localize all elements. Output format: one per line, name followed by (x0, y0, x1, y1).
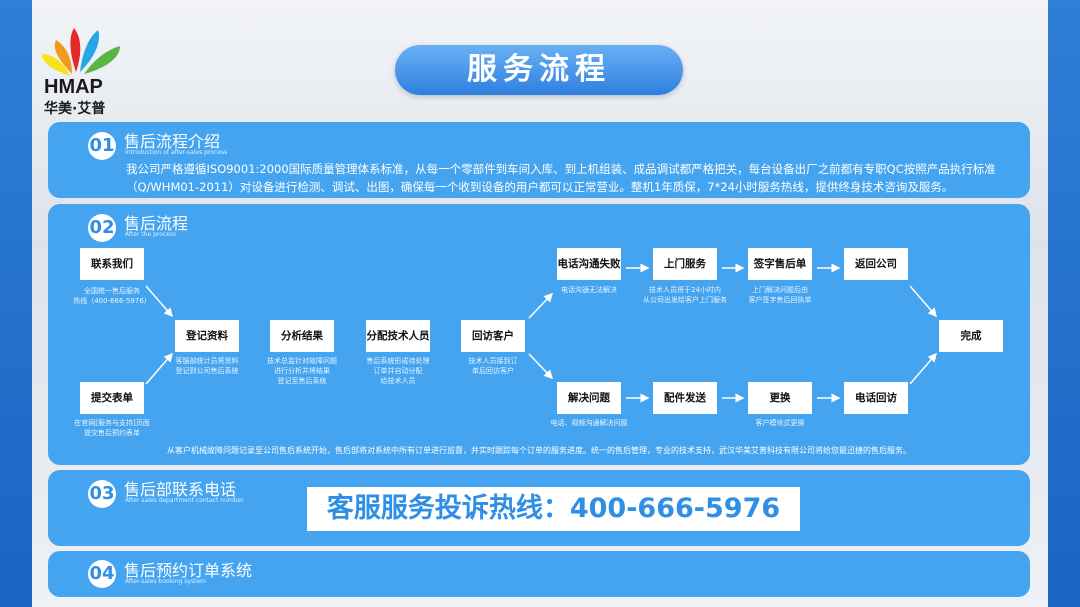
hotline-banner: 客服服务投诉热线：400-666-5976 (307, 487, 800, 531)
section-number: 01 (88, 132, 116, 160)
note-sign: 上门解决问题后由 客户签字售后回执单 (748, 286, 812, 304)
left-border (0, 0, 32, 607)
section-subtitle: After the process (125, 231, 177, 238)
step-analyze: 分析结果 (270, 320, 334, 352)
section-number: 04 (88, 560, 116, 588)
note-callback: 技术人员接到订 单后回访客户 (468, 357, 518, 375)
right-border (1048, 0, 1080, 607)
note-contact: 全国统一售后服务 热线（400-666-5976） (73, 287, 151, 305)
page-title: 服务流程 (395, 45, 683, 95)
section-subtitle: Introduction of after-sales process (125, 149, 228, 156)
section-number: 03 (88, 480, 116, 508)
section-intro: 01 售后流程介绍 Introduction of after-sales pr… (48, 122, 1030, 198)
section-subtitle: After sales department contact number (125, 497, 244, 504)
step-done: 完成 (939, 320, 1003, 352)
section-title: 售后流程介绍 (124, 132, 221, 151)
note-solve: 电话、视频沟通解决问题 (550, 419, 628, 427)
note-register: 客服部统计员将资料 登记到公司售后系统 (175, 357, 239, 375)
section-contact: 03 售后部联系电话 After sales department contac… (48, 470, 1030, 546)
intro-text: 我公司严格遵循ISO9001:2000国际质量管理体系标准，从每一个零部件到车间… (126, 162, 996, 194)
step-sign: 签字售后单 (748, 248, 812, 280)
hmap-logo: HMAP 华美·艾普 (40, 24, 130, 117)
step-fail: 电话沟通失败 (557, 248, 621, 280)
step-register: 登记资料 (175, 320, 239, 352)
section-title: 售后部联系电话 (124, 480, 237, 499)
logo-brand: HMAP (44, 76, 103, 98)
section-process: 02 售后流程 After the process 联系我们 提交表单 登记资料… (48, 204, 1030, 465)
step-submit: 提交表单 (80, 382, 144, 414)
note-submit: 在官网[服务与支持]页面 提交售后预约表单 (74, 419, 150, 437)
section-subtitle: After-sales booking system (125, 578, 206, 585)
logo-cn: 华美·艾普 (44, 101, 106, 117)
step-parts: 配件发送 (653, 382, 717, 414)
section-title: 售后流程 (124, 214, 189, 233)
step-assign: 分配技术人员 (366, 320, 430, 352)
section-booking: 04 售后预约订单系统 After-sales booking system (48, 551, 1030, 597)
note-assign: 售后系统形成待处理 订单并自动分配 给技术人员 (366, 357, 430, 385)
step-back: 返回公司 (844, 248, 908, 280)
note-visit: 技术人员将于24小时内 从公司出发给客户上门服务 (643, 286, 727, 304)
note-fail: 电话沟通无法解决 (561, 286, 617, 294)
step-phone: 电话回访 (844, 382, 908, 414)
section-number: 02 (88, 214, 116, 242)
step-visit: 上门服务 (653, 248, 717, 280)
step-solve: 解决问题 (557, 382, 621, 414)
step-replace: 更换 (748, 382, 812, 414)
section-title: 售后预约订单系统 (124, 561, 253, 580)
step-contact: 联系我们 (80, 248, 144, 280)
note-replace: 客户模块式更换 (755, 419, 805, 427)
petal-logo-icon (42, 28, 120, 76)
process-footer: 从客户机械故障问题记录至公司售后系统开始，售后部将对系统中所有订单进行监督，并实… (167, 446, 911, 455)
note-analyze: 技术总监针对故障问题 进行分析并将结果 登记至售后系统 (267, 357, 337, 385)
step-callback: 回访客户 (461, 320, 525, 352)
